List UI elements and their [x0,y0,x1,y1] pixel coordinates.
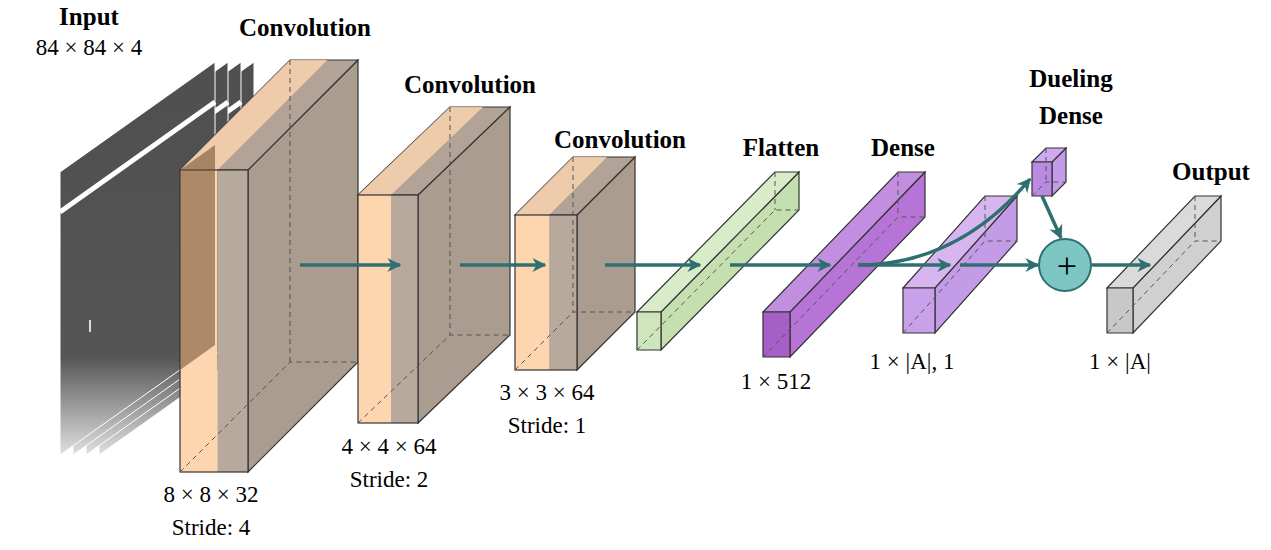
prism-top-strip [358,107,483,195]
hidden-edge [1046,148,1047,182]
arrow-connector [960,263,1038,267]
layer-title: Dense [871,134,935,162]
prism-top [1107,196,1221,288]
hidden-edge [180,362,358,472]
prism-front-outline [358,195,418,423]
hidden-edge [775,172,776,210]
prism-top [358,107,510,195]
conv-layer: Convolution8 × 8 × 32Stride: 4 [180,170,248,472]
hidden-edge [290,60,291,362]
arrow-connector [858,263,950,267]
arrow-connector [730,263,830,267]
dense-layer: Dense1 × 512 [763,312,790,357]
arrow-connector [460,263,545,267]
frame-mark [89,320,91,332]
prism-top-strip [180,60,327,170]
arrow-connector [1042,196,1061,238]
hidden-edge [1032,182,1066,196]
layer-dimension: 84 × 84 × 4 [36,35,142,61]
prism-front [358,195,391,423]
layer-prism [1032,148,1066,196]
prism-front [637,312,661,350]
hidden-edge [763,217,925,357]
hidden-edge [985,196,986,241]
hidden-edge [1195,196,1196,241]
sum-circle: + [1038,238,1092,292]
layer-dimension: Stride: 2 [350,467,429,493]
hidden-edge [515,312,635,370]
prism-front [903,288,935,333]
arrow-connector [858,179,1030,265]
hidden-edge [573,157,574,312]
prism-top [637,172,799,312]
prism-front [763,312,790,357]
prism-top-strip [515,157,607,215]
prism-front [515,215,549,370]
prism-front [391,195,418,423]
layer-dimension: 3 × 3 × 64 [500,380,595,406]
layer-dimension: 4 × 4 × 64 [342,434,437,460]
prism-top [515,157,635,215]
layer-dimension: 8 × 8 × 32 [164,482,259,508]
layer-dimension: Stride: 1 [508,413,587,439]
layer-dimension: 1 × |A| [1089,349,1151,375]
input-shadow [180,145,215,370]
layer-title: Flatten [743,134,819,162]
layer-title: Convolution [239,14,371,42]
arrow-connector [1092,263,1150,267]
stream-layer: 1 × |A|, 1 [903,288,935,333]
hidden-edge [1107,241,1221,333]
hidden-edge [898,172,899,217]
prism-top [1032,148,1066,162]
prism-front [1032,162,1052,196]
conv-layer: Convolution3 × 3 × 64Stride: 1 [515,215,577,370]
conv-layer: Convolution4 × 4 × 64Stride: 2 [358,195,418,423]
prism-front [217,170,248,472]
layer-dimension: 1 × |A|, 1 [870,349,955,375]
layer-dimension: Stride: 4 [172,515,251,541]
input-stack: Input84 × 84 × 4 [60,172,110,455]
layer-dimension: 1 × 512 [741,369,811,395]
flatten-layer: Flatten [637,312,661,350]
arrow-connector [300,263,400,267]
prism-top [763,172,925,312]
hidden-edge [450,107,451,335]
layer-title: Convolution [404,71,536,99]
output-layer: Output1 × |A| [1107,288,1133,333]
layer-title: Output [1172,158,1250,186]
prism-front-outline [515,215,577,370]
layer-title: Dueling Dense [1006,60,1136,134]
layer-title: Convolution [554,126,686,154]
arrow-connector [605,263,700,267]
layer-title: Input [59,3,119,31]
dueling-dense-layer: Dueling Dense [1032,162,1052,196]
hidden-edge [358,335,510,423]
layer-dimension: + [1057,248,1077,284]
